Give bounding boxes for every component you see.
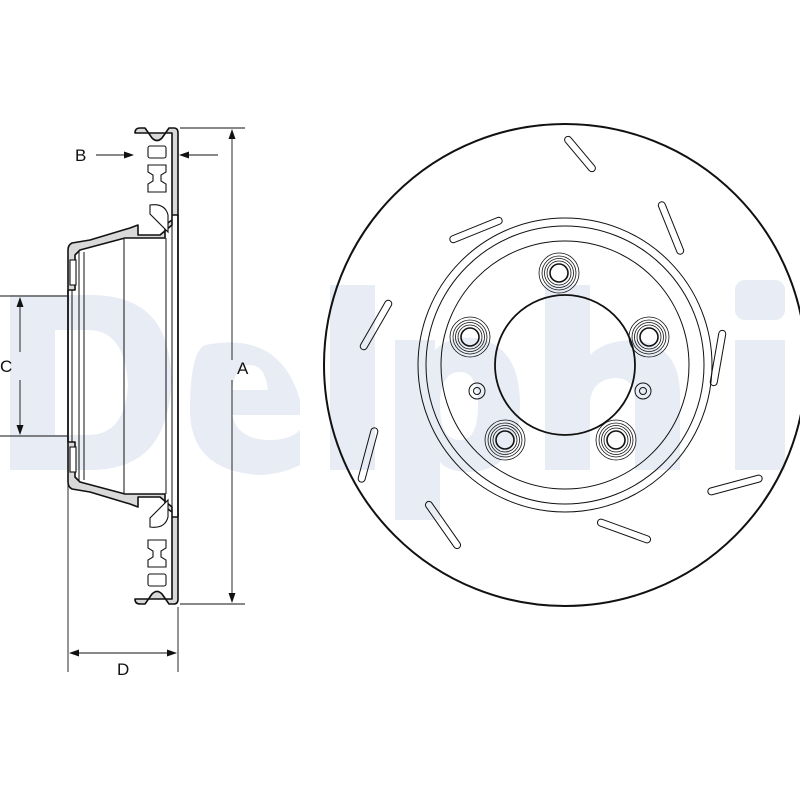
dimension-label-c: C	[0, 357, 13, 376]
dimension-label-d: D	[117, 660, 130, 679]
front-view	[323, 123, 800, 607]
dimension-label-a: A	[237, 359, 249, 378]
dimension-label-b: B	[75, 146, 87, 165]
